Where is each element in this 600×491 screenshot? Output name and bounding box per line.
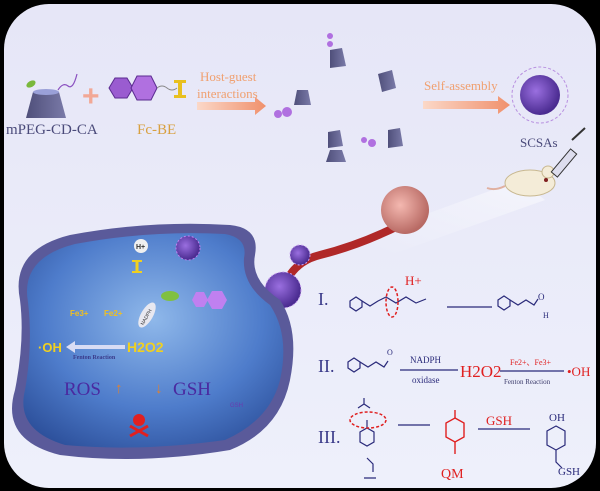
- scsas-label: SCSAs: [520, 135, 558, 150]
- mechanism-ii-fenton-label: Fenton Reaction: [504, 378, 551, 386]
- mechanism-ii-cinnamaldehyde: [347, 357, 389, 373]
- fe3-label: Fe3+: [70, 309, 89, 318]
- qm-precursor-icon: [192, 292, 208, 307]
- mechanism-i-acetal-structure: [349, 296, 427, 312]
- mechanism-i-h-plus: H+: [405, 273, 422, 288]
- mechanism-ii-aldehyde-o: O: [387, 348, 393, 357]
- fenton-label: Fenton Reaction: [73, 355, 116, 361]
- aldehyde-h: H: [543, 311, 549, 320]
- mechanism-iii-gsh-product: GSH: [558, 466, 580, 478]
- boronate-cleavage-marker: [349, 411, 387, 429]
- tumor-icon: [381, 186, 429, 234]
- blood-vessel: [286, 221, 402, 278]
- aldehyde-o: O: [538, 292, 545, 302]
- gsh-down-arrow: ↓: [155, 380, 163, 397]
- quinone-methide-structure: [445, 410, 465, 454]
- mpeg-cd-ca-label: mPEG-CD-CA: [6, 122, 98, 138]
- self-assembly-label: Self-assembly: [424, 78, 498, 93]
- cell-nanoparticle: [175, 235, 201, 261]
- qm-label: QM: [441, 467, 464, 482]
- syringe-icon: [550, 127, 586, 178]
- plus-sign: +: [82, 80, 100, 113]
- fe-ions-label: Fe2+、Fe3+: [510, 358, 552, 367]
- h-plus-label: H+: [136, 244, 145, 251]
- acetal-cleavage-marker: [385, 286, 399, 318]
- gsh-adduct-label: GSH: [230, 403, 243, 409]
- hydroxyl-radical-label: ·OH: [38, 340, 62, 355]
- mpeg-cd-ca-icon: [26, 73, 78, 118]
- host-guest-label-line2: interactions: [197, 86, 258, 101]
- nanoparticle-small: [289, 244, 311, 266]
- host-guest-label-line1: Host-guest: [200, 69, 257, 84]
- mechanism-iii-label: III.: [318, 427, 340, 447]
- fenton-arrow: [66, 341, 125, 353]
- skull-crossbones-icon: [129, 414, 149, 438]
- ros-up-arrow: ↑: [115, 380, 123, 397]
- boronate-ester-structure: [357, 398, 376, 479]
- fe2-label: Fe2+: [104, 309, 123, 318]
- mouse-icon: [486, 165, 556, 197]
- inclusion-complexes: [274, 33, 403, 162]
- self-assembly-arrow: [423, 96, 510, 114]
- mechanism-ii-hydroxyl: •OH: [567, 364, 590, 379]
- mechanism-ii-label: II.: [318, 356, 335, 376]
- fc-be-icon: [108, 75, 186, 101]
- cell-interior: [23, 233, 284, 448]
- light-beam: [300, 180, 545, 280]
- qm-precursor-ring: [207, 291, 227, 309]
- ros-label: ROS: [64, 379, 101, 400]
- h-plus-bubble: [134, 239, 148, 253]
- cinnamaldehyde-icon: [161, 291, 179, 301]
- gsh-adduct-structure: [546, 425, 566, 469]
- fc-be-label: Fc-BE: [137, 122, 176, 138]
- mechanism-i-label: I.: [318, 289, 329, 309]
- gsh-label: GSH: [173, 379, 211, 400]
- oxidase-label: oxidase: [412, 375, 440, 385]
- ferrocene-icon: [132, 260, 142, 273]
- mechanism-iii-oh-label: OH: [549, 412, 565, 424]
- mechanism-ii-h2o2: H2O2: [460, 362, 502, 381]
- nadph-label: NADPH: [410, 355, 442, 365]
- mechanism-iii-gsh-label: GSH: [486, 413, 512, 428]
- h2o2-label: H2O2: [127, 339, 164, 355]
- cinnamaldehyde-structure: [497, 295, 539, 311]
- host-guest-arrow: [197, 97, 266, 115]
- scsa-nanoparticle-icon: [511, 66, 569, 124]
